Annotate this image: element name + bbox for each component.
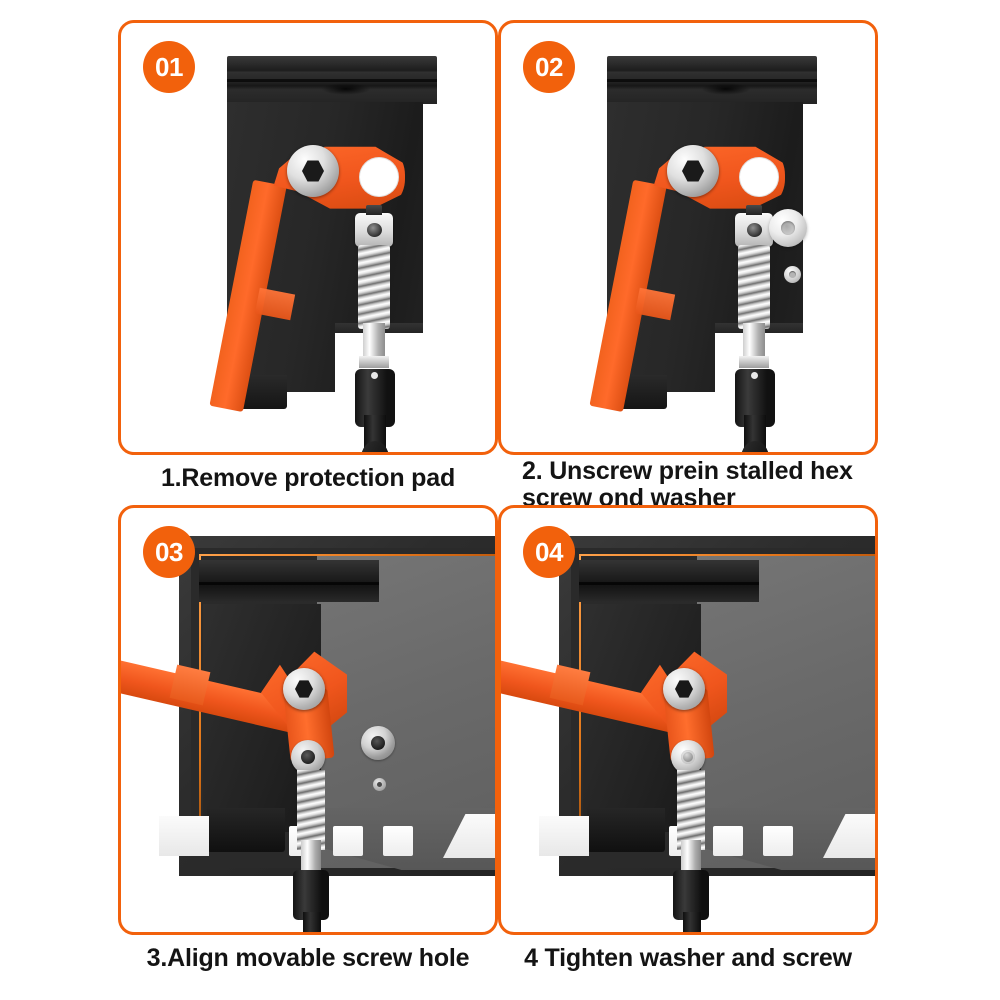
hex-socket-icon — [302, 160, 324, 182]
loose-washer — [769, 209, 807, 247]
step-badge-3: 03 — [143, 526, 195, 578]
tv-top-channel — [579, 560, 759, 602]
spring-screw-head — [746, 205, 762, 215]
step-caption-3: 3.Align movable screw hole — [146, 944, 470, 972]
tv-channel-groove — [199, 582, 379, 585]
grip-dot — [371, 372, 378, 379]
coil-spring — [677, 770, 705, 850]
spring-shaft — [681, 840, 701, 874]
step-caption-4: 4 Tighten washer and screw — [524, 944, 852, 972]
spacer-pad-left — [539, 816, 589, 856]
tv-accent-line-top — [199, 554, 495, 556]
vesa-mount-hole — [361, 726, 395, 760]
tv-foot-block — [207, 808, 285, 852]
black-grip — [673, 870, 709, 920]
spring-screw-hex-icon — [367, 223, 382, 237]
spacer-pad — [763, 826, 793, 856]
tv-foot-block — [587, 808, 665, 852]
step-4-artwork — [501, 508, 875, 932]
coil-spring — [297, 770, 325, 850]
hex-socket-icon — [675, 680, 693, 698]
coil-spring — [358, 245, 390, 329]
spring-shaft — [363, 323, 385, 365]
step-badge-2: 02 — [523, 41, 575, 93]
step-caption-2: 2. Unscrew prein stalled hex screw ond w… — [522, 457, 853, 512]
rail-groove — [607, 79, 817, 82]
pull-tab-tip — [361, 441, 389, 452]
loose-hex-screw — [784, 266, 801, 283]
movable-screw-hole-bore — [301, 750, 315, 764]
tv-top-channel — [199, 560, 379, 602]
spacer-pad-left — [159, 816, 209, 856]
spacer-pad — [383, 826, 413, 856]
coil-spring — [738, 245, 770, 329]
hex-socket-icon — [295, 680, 313, 698]
spacer-pad — [713, 826, 743, 856]
step-4-image-panel: 04 — [498, 505, 878, 935]
spring-shaft — [743, 323, 765, 365]
step-2-image-panel: 02 — [498, 20, 878, 455]
rail-shadow — [321, 83, 371, 95]
small-screw-hole — [373, 778, 386, 791]
tv-channel-groove — [579, 582, 759, 585]
spring-collar — [359, 356, 389, 368]
spring-collar — [739, 356, 769, 368]
spring-shaft — [301, 840, 321, 874]
spring-screw-head — [366, 205, 382, 215]
spring-screw-hex-icon — [747, 223, 762, 237]
step-1-image-panel: 01 — [118, 20, 498, 455]
step-badge-1: 01 — [143, 41, 195, 93]
tv-accent-line-top — [579, 554, 875, 556]
pull-tab — [683, 912, 701, 932]
rail-shadow — [701, 83, 751, 95]
step-caption-1: 1.Remove protection pad — [160, 464, 456, 492]
step-3-image-panel: 03 — [118, 505, 498, 935]
step-3-artwork — [121, 508, 495, 932]
lever-arm-eyelet — [739, 157, 779, 197]
hex-socket-icon — [682, 160, 704, 182]
pull-tab — [303, 912, 321, 932]
step-2-artwork — [501, 23, 875, 452]
lever-arm-eyelet — [359, 157, 399, 197]
pull-tab-tip — [741, 441, 769, 452]
tightened-screw — [681, 750, 695, 764]
step-badge-4: 04 — [523, 526, 575, 578]
rail-groove — [227, 79, 437, 82]
black-grip — [293, 870, 329, 920]
step-1-artwork — [121, 23, 495, 452]
grip-dot — [751, 372, 758, 379]
spacer-pad — [333, 826, 363, 856]
